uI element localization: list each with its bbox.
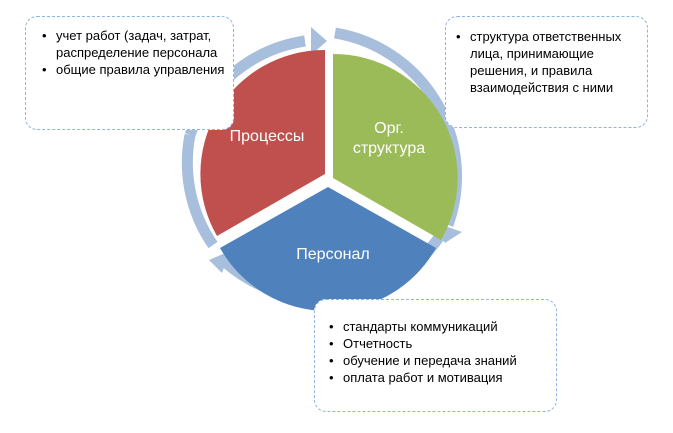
note-personnel: стандарты коммуникаций Отчетность обучен… [314, 299, 557, 412]
note-item: обучение и передача знаний [329, 352, 552, 369]
ring-arc-left [181, 133, 218, 249]
note-org-structure: структура ответственных лица, принимающи… [445, 16, 648, 128]
ring-arrowhead-bottom [209, 251, 230, 273]
note-item: стандарты коммуникаций [329, 318, 552, 335]
note-item: оплата работ и мотивация [329, 369, 552, 386]
personnel-label: Персонал [296, 246, 370, 263]
note-item: Отчетность [329, 335, 552, 352]
segment-personnel [220, 187, 436, 312]
ring-arrowhead-top [311, 27, 327, 55]
processes-label: Процессы [229, 128, 305, 145]
note-item: структура ответственных лица, принимающи… [456, 28, 643, 96]
org-structure-label: Орг. структура [352, 120, 426, 157]
note-item: учет работ (задач, затрат, распределение… [42, 27, 229, 61]
segment-org-structure [333, 53, 458, 241]
note-processes: учет работ (задач, затрат, распределение… [25, 16, 234, 130]
note-item: общие правила управления [42, 61, 229, 78]
